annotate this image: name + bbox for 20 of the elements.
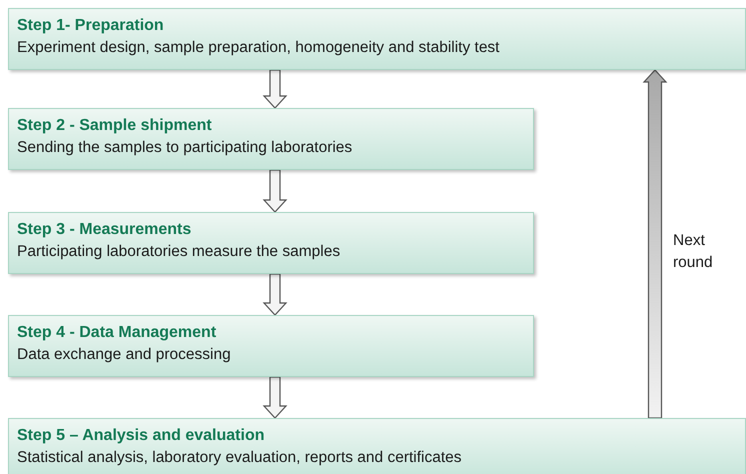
step-description: Sending the samples to participating laboratories — [17, 138, 352, 158]
step-box — [8, 315, 534, 377]
step-description: Experiment design, sample preparation, homogeneity and stability test — [17, 38, 500, 58]
block-arrow — [262, 169, 288, 213]
step-box — [8, 8, 746, 70]
step-title: Step 3 - Measurements — [17, 220, 192, 240]
block-arrow — [642, 69, 668, 419]
step-title: Step 5 – Analysis and evaluation — [17, 426, 264, 446]
step-box — [8, 108, 534, 170]
block-arrow — [262, 273, 288, 316]
block-arrow — [262, 69, 288, 109]
step-box — [8, 418, 746, 474]
step-description: Data exchange and processing — [17, 345, 231, 365]
step-title: Step 2 - Sample shipment — [17, 116, 212, 136]
step-title: Step 1- Preparation — [17, 16, 164, 36]
step-box — [8, 212, 534, 274]
step-title: Step 4 - Data Management — [17, 323, 216, 343]
block-arrow — [262, 376, 288, 419]
step-description: Participating laboratories measure the samples — [17, 242, 340, 262]
step-description: Statistical analysis, laboratory evaluation, reports and certificates — [17, 448, 462, 468]
